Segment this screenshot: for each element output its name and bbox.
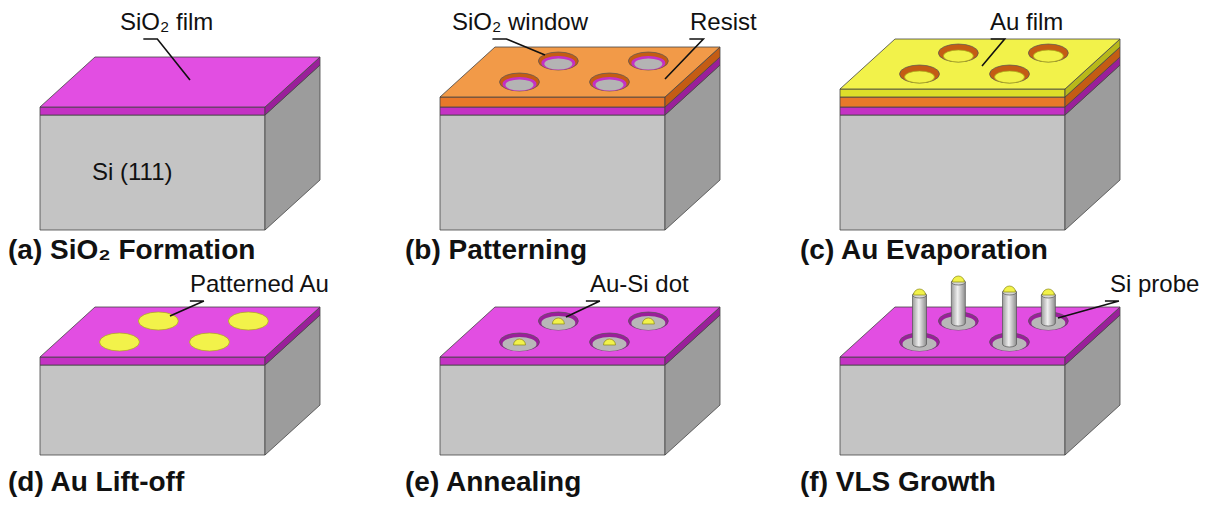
step-caption: (f) VLS Growth (800, 466, 996, 498)
top-surface (40, 57, 320, 107)
layer-label: Patterned Au (190, 270, 329, 298)
silicon-window-bottom (544, 59, 572, 70)
patterned-gold (100, 333, 140, 351)
top-surface (840, 39, 1120, 89)
silicon-substrate-front (840, 115, 1065, 230)
gold-layer-front (840, 89, 1065, 97)
oxide-window-wall (541, 56, 575, 70)
layer-label: Resist (690, 8, 757, 36)
wafer-block (840, 276, 1120, 455)
silicon-substrate-front (440, 115, 665, 230)
gold-in-window (995, 71, 1025, 83)
top-surface (40, 307, 320, 357)
wafer-block (40, 307, 320, 455)
oxide-layer-front (840, 357, 1065, 365)
silicon-probe (1041, 295, 1055, 326)
gold-tip (952, 276, 964, 282)
silicon-window-bottom (541, 316, 575, 330)
oxide-window-wall (503, 77, 537, 91)
step-caption: (b) Patterning (405, 234, 587, 266)
top-surface (440, 47, 720, 97)
oxide-layer-front (40, 107, 265, 115)
silicon-window-bottom (503, 337, 537, 351)
resist-layer-front (840, 97, 1065, 107)
silicon-substrate-front (440, 365, 665, 455)
silicon-probe (1003, 292, 1017, 347)
patterned-gold (190, 333, 230, 351)
resist-window-wall (628, 52, 668, 70)
leader-line (566, 301, 600, 317)
wafer-block (440, 307, 720, 455)
oxide-window-wall (631, 56, 665, 70)
resist-window-wall (990, 65, 1030, 83)
gold-silicon-dot (604, 339, 616, 345)
step-caption: (c) Au Evaporation (800, 234, 1048, 266)
layer-label: Au film (990, 8, 1063, 36)
leader-line (982, 39, 1005, 66)
silicon-window-bottom (593, 337, 627, 351)
resist-window-wall (1028, 44, 1068, 62)
oxide-layer-front (840, 107, 1065, 115)
oxide-layer-front (40, 357, 265, 365)
layer-label: SiO₂ window (452, 8, 588, 36)
wafer-block (440, 47, 720, 230)
layer-label: Au-Si dot (590, 270, 689, 298)
silicon-substrate-front (40, 365, 265, 455)
silicon-window-bottom (506, 80, 534, 91)
step-caption: (a) SiO₂ Formation (8, 234, 255, 266)
leader-line (143, 39, 190, 80)
leader-line (492, 39, 545, 55)
silicon-window-bottom (631, 316, 665, 330)
silicon-window-bottom (634, 59, 662, 70)
resist-window-wall (938, 44, 978, 62)
step-caption: (e) Annealing (405, 466, 581, 498)
top-surface (440, 307, 720, 357)
step-caption: (d) Au Lift-off (8, 466, 184, 498)
silicon-probe (951, 282, 965, 326)
resist-window-wall (590, 73, 630, 91)
leader-line (170, 301, 204, 316)
patterned-gold (228, 312, 268, 330)
gold-in-window (1033, 50, 1063, 62)
leader-line (665, 39, 703, 79)
silicon-substrate-front (840, 365, 1065, 455)
oxide-window-wall (590, 333, 630, 351)
oxide-window-wall (628, 312, 668, 330)
wafer-block (40, 57, 320, 230)
silicon-substrate-front (40, 115, 265, 230)
wafer-block (840, 39, 1120, 230)
layer-label: Si probe (1110, 270, 1199, 298)
gold-tip (1004, 286, 1016, 292)
oxide-window-wall (593, 77, 627, 91)
oxide-layer-front (440, 107, 665, 115)
resist-layer-front (440, 97, 665, 107)
leader-line (1058, 301, 1119, 318)
gold-silicon-dot (514, 339, 526, 345)
gold-in-window (905, 71, 935, 83)
top-surface (840, 307, 1120, 357)
oxide-layer-front (440, 357, 665, 365)
silicon-window-bottom (596, 80, 624, 91)
resist-window-wall (900, 65, 940, 83)
silicon-probe (913, 295, 927, 347)
gold-tip (1042, 289, 1054, 295)
gold-in-window (943, 50, 973, 62)
oxide-window-wall (500, 333, 540, 351)
layer-label: SiO₂ film (120, 8, 213, 36)
gold-silicon-dot (552, 318, 564, 324)
gold-silicon-dot (642, 318, 654, 324)
resist-window-wall (500, 73, 540, 91)
gold-tip (914, 289, 926, 295)
substrate-label: Si (111) (92, 158, 172, 186)
